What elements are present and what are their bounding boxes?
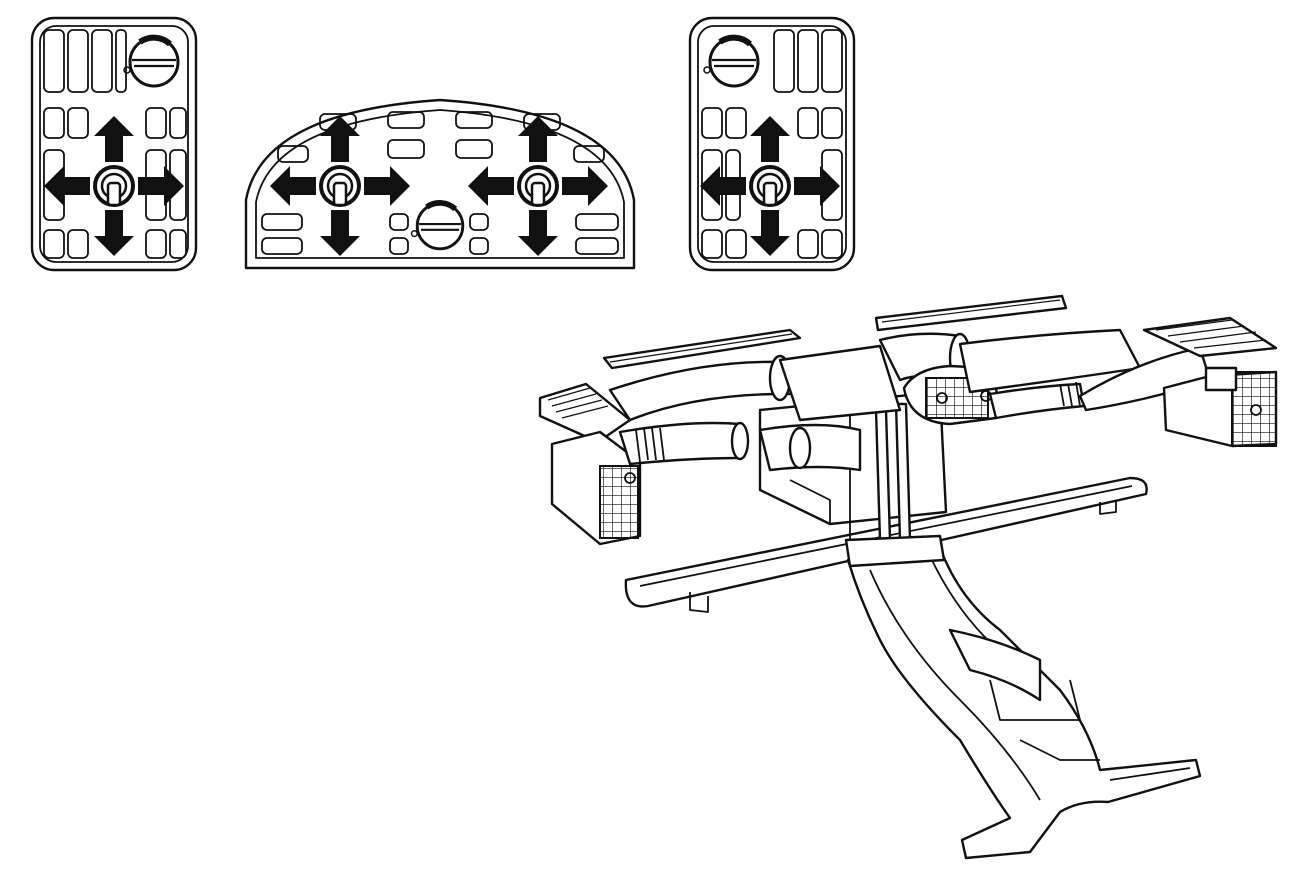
left-vent-panel <box>30 16 198 272</box>
center-ducts <box>758 294 1068 472</box>
right-duct-pipe <box>958 328 1212 420</box>
center-vent-panel <box>244 98 636 270</box>
left-outer-vent <box>538 382 642 546</box>
central-plenum <box>758 390 948 568</box>
duct-assembly <box>538 294 1278 860</box>
left-duct-pipe <box>602 328 802 466</box>
right-vent-panel <box>688 16 856 272</box>
center-vent-louvers <box>261 111 619 255</box>
left-vent-louvers <box>43 29 187 259</box>
right-outer-vent <box>1142 316 1278 448</box>
rear-floor-duct <box>846 546 1202 860</box>
